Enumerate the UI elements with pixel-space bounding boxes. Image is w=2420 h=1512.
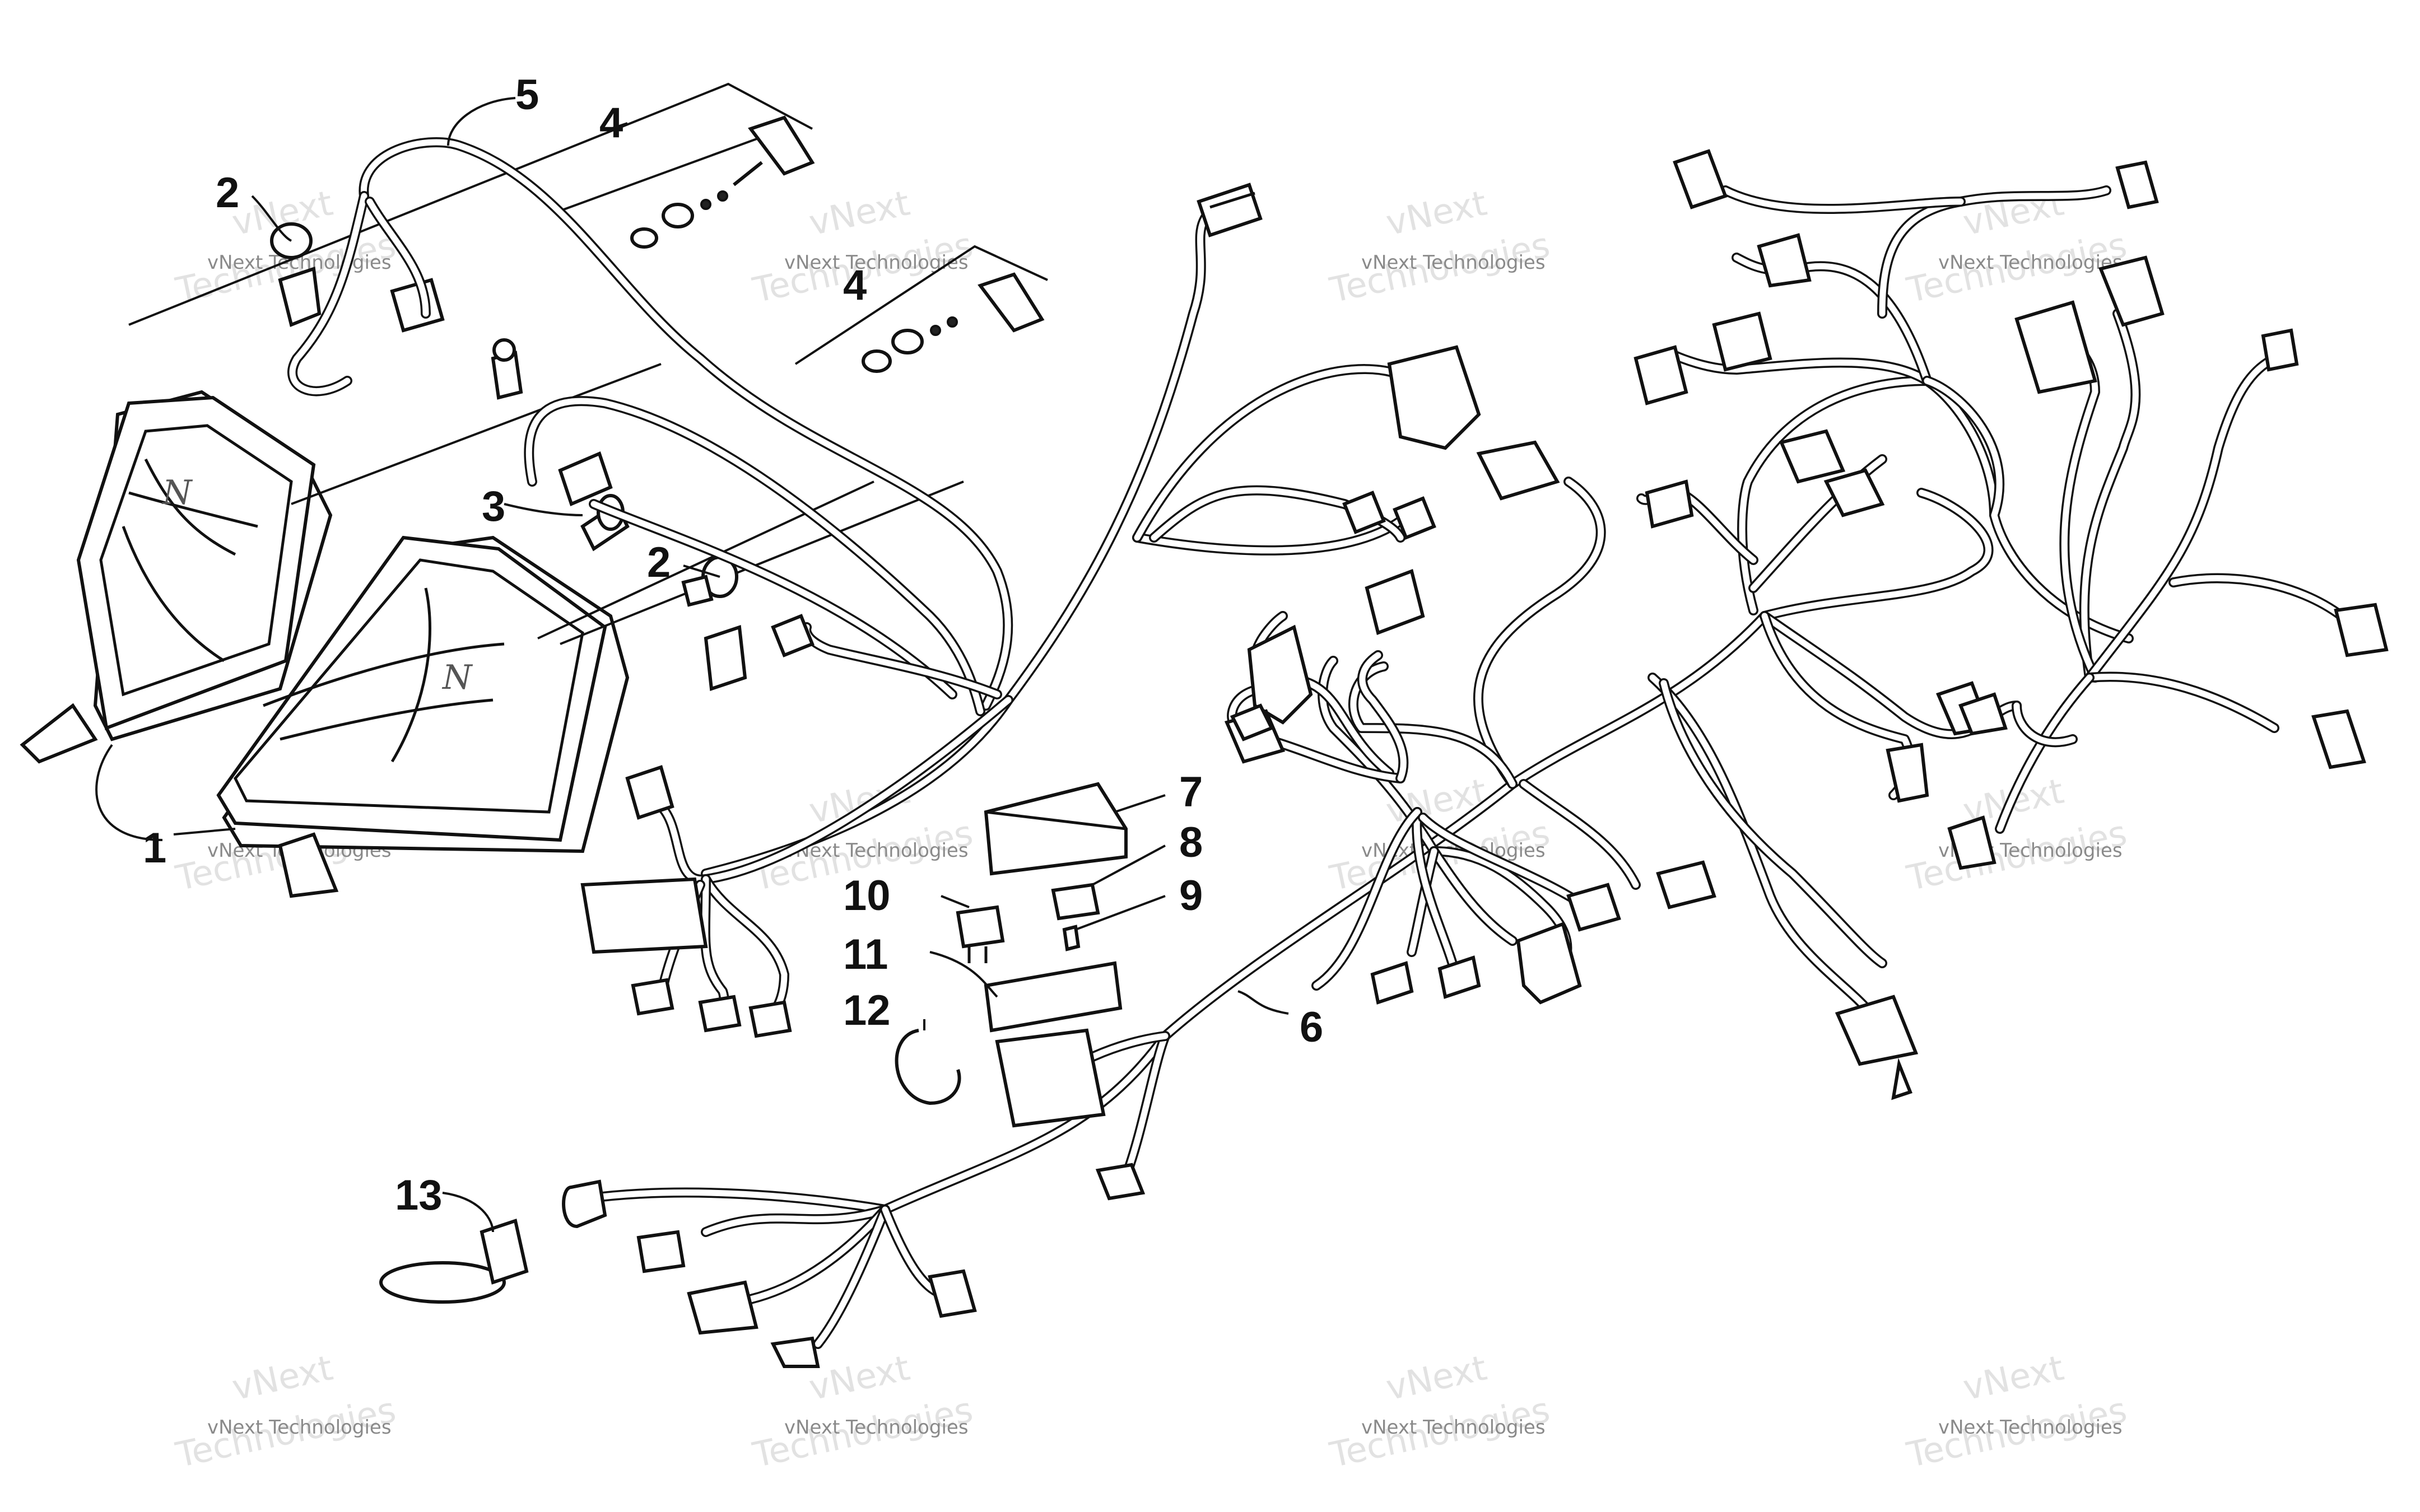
svg-text:vNext: vNext — [806, 1347, 913, 1408]
svg-text:vNext Technologies: vNext Technologies — [1361, 251, 1546, 274]
svg-text:vNext: vNext — [1383, 183, 1490, 244]
headlight-harness — [287, 137, 1013, 716]
svg-text:vNext: vNext — [1960, 1347, 2067, 1408]
leader-lines — [95, 97, 1289, 1233]
fuse — [1062, 925, 1081, 951]
callout-6: 6 — [1300, 1004, 1323, 1051]
relay-small — [956, 905, 1005, 963]
callout-2-upper: 2 — [216, 169, 239, 217]
watermark: vNext Technologies vNext Technologies — [172, 1347, 399, 1476]
svg-text:vNext Technologies: vNext Technologies — [1938, 1416, 2123, 1439]
svg-text:vNext Technologies: vNext Technologies — [1938, 251, 2123, 274]
callout-12: 12 — [843, 987, 891, 1034]
callout-7: 7 — [1179, 768, 1203, 816]
socket-lower — [681, 556, 747, 692]
clip — [895, 1029, 961, 1105]
callout-10: 10 — [843, 872, 891, 920]
socket-upper — [270, 222, 445, 333]
adjuster-group-lower — [537, 245, 1048, 645]
bulb-upper — [491, 338, 523, 400]
callout-9: 9 — [1179, 872, 1203, 920]
fuse-tool — [379, 1219, 529, 1304]
svg-text:N: N — [161, 473, 193, 512]
svg-text:vNext Technologies: vNext Technologies — [207, 1416, 392, 1439]
svg-text:vNext: vNext — [229, 1347, 336, 1408]
svg-text:vNext Technologies: vNext Technologies — [784, 251, 969, 274]
callout-5: 5 — [515, 71, 539, 119]
watermark: vNext Technologies vNext Technologies — [1326, 183, 1553, 311]
relay-box — [984, 782, 1128, 876]
headlight-rear: N — [20, 390, 333, 764]
adjuster-group-upper — [128, 82, 815, 505]
callout-1: 1 — [143, 824, 166, 872]
callout-11: 11 — [843, 931, 888, 978]
svg-text:vNext Technologies: vNext Technologies — [784, 1416, 969, 1439]
svg-text:vNext: vNext — [1383, 1347, 1490, 1408]
svg-text:vNext: vNext — [806, 183, 913, 244]
callout-3: 3 — [482, 483, 505, 530]
callout-4-upper: 4 — [599, 99, 623, 147]
label-decal — [984, 961, 1123, 1033]
callout-8: 8 — [1179, 819, 1203, 866]
callout-numbers: 1 2 2 3 4 4 5 6 7 8 9 10 11 12 13 — [143, 71, 1323, 1219]
callout-13: 13 — [395, 1172, 443, 1219]
headlight-front: N — [216, 535, 630, 898]
callout-2-lower: 2 — [647, 539, 671, 586]
watermark: vNext Technologies vNext Technologies — [1903, 1347, 2130, 1476]
relay — [1051, 883, 1100, 921]
watermark: vNext Technologies vNext Technologies — [1326, 1347, 1553, 1476]
svg-text:vNext Technologies: vNext Technologies — [1361, 1416, 1546, 1439]
connectors — [562, 149, 2389, 1368]
svg-text:N: N — [441, 658, 473, 697]
callout-4-lower: 4 — [843, 262, 867, 309]
